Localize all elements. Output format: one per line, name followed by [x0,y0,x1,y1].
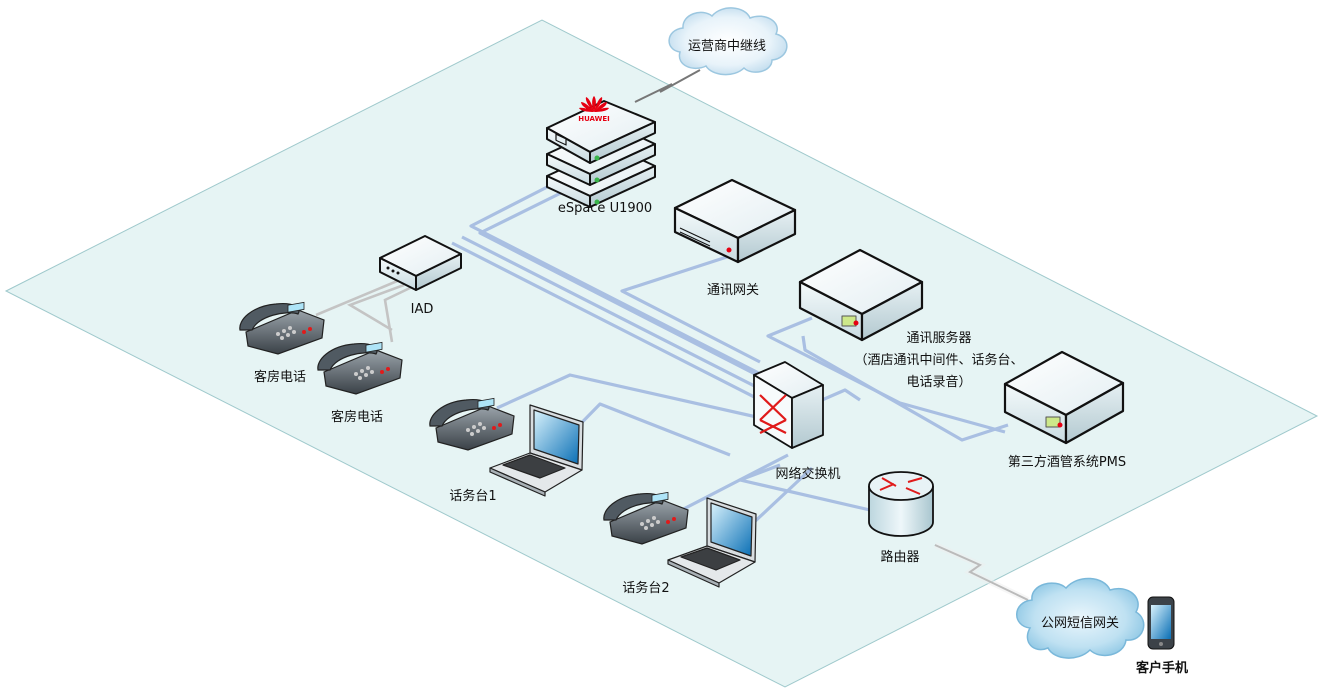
iad-device-icon [379,235,462,291]
pms-server-icon [1003,350,1125,445]
gateway-server-icon [673,178,797,264]
server-label-line1: 通讯服务器 [906,331,972,346]
switch-label: 网络交换机 [775,467,841,482]
espace-u1900-server-icon [546,100,656,208]
espace-label: eSpace U1900 [557,201,653,216]
console-1-laptop-icon [489,404,584,497]
carrier-trunk-label: 运营商中继线 [687,39,767,54]
console-2-phone-icon [603,491,689,545]
phone-lines [315,277,413,343]
router-icon [868,471,934,537]
mobile-label: 客户手机 [1135,661,1189,676]
huawei-logo [579,96,609,112]
console-2-label: 话务台2 [622,581,670,596]
pms-label: 第三方酒管系统PMS [1007,455,1127,470]
console-1-label: 话务台1 [449,489,497,504]
network-switch-icon [753,361,824,449]
huawei-logo-text: HUAWEI [578,115,610,123]
console-1-phone-icon [429,397,515,451]
carrier-link [634,69,701,103]
sms-gateway-label: 公网短信网关 [1040,616,1120,631]
communication-server-label: 通讯服务器 （酒店通讯中间件、话务台、 电话录音） [846,328,1032,394]
room-phone-2-label: 客房电话 [330,410,384,425]
server-label-line2: （酒店通讯中间件、话务台、 [854,353,1024,368]
sms-cloud-icon [1016,577,1145,659]
room-phone-2-icon [317,341,403,395]
console-2-laptop-icon [667,497,757,588]
room-phone-1-label: 客房电话 [253,370,307,385]
room-phone-1-icon [239,301,325,355]
server-label-line3: 电话录音） [906,375,972,390]
floor-plane [4,19,1319,688]
router-label: 路由器 [880,550,920,565]
carrier-cloud-icon [668,7,788,76]
mobile-phone-icon [1147,596,1175,650]
gateway-label: 通讯网关 [706,283,760,298]
communication-server-icon [798,248,924,342]
iad-label: IAD [410,302,434,317]
